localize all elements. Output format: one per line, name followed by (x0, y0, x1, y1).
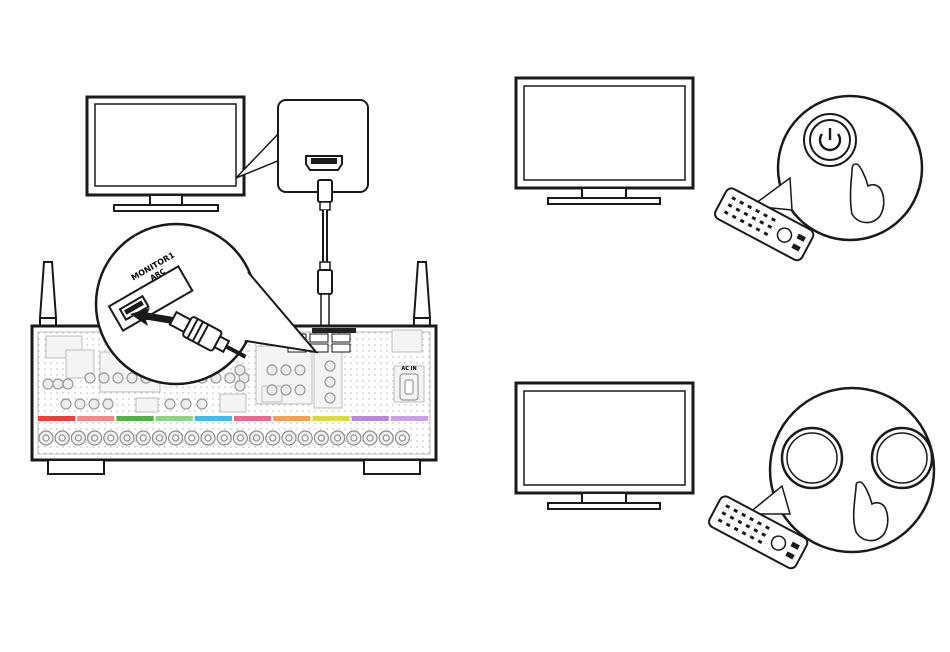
strip-segment (77, 416, 114, 421)
jack (75, 399, 85, 409)
ac-in-label: AC IN (401, 366, 416, 372)
hdmi-port-callout (236, 100, 368, 192)
strip-segment (156, 416, 193, 421)
left-tv (87, 97, 244, 211)
jack (103, 399, 113, 409)
right-tv-bottom (516, 383, 693, 509)
jack (267, 385, 277, 395)
jack (267, 365, 277, 375)
jack (181, 399, 191, 409)
speaker-terminal-core (156, 435, 162, 441)
receiver-foot-left (48, 460, 104, 474)
jack (89, 399, 99, 409)
strip-segment (234, 416, 271, 421)
jack (295, 385, 305, 395)
speaker-terminal-core (173, 435, 179, 441)
receiver-foot-right (364, 460, 420, 474)
right-tv-top (516, 78, 693, 204)
jack (325, 361, 335, 371)
jack (225, 373, 235, 383)
power-button[interactable] (804, 114, 856, 166)
jack (53, 379, 63, 389)
speaker-terminal-core (59, 435, 65, 441)
speaker-terminal-core (237, 435, 243, 441)
speaker-terminal-core (75, 435, 81, 441)
speaker-terminal-core (318, 435, 324, 441)
jack (127, 373, 137, 383)
ac-inlet (400, 374, 418, 400)
speaker-terminal-core (92, 435, 98, 441)
speaker-terminal-core (221, 435, 227, 441)
speaker-terminal-core (140, 435, 146, 441)
speaker-terminal-core (351, 435, 357, 441)
speaker-terminal-core (108, 435, 114, 441)
speaker-terminals (39, 431, 409, 445)
strip-segment (38, 416, 75, 421)
jack (85, 373, 95, 383)
jack (325, 393, 335, 403)
antenna-left (40, 262, 56, 328)
antenna-right (414, 262, 430, 328)
jack (235, 365, 245, 375)
strip-segment (195, 416, 232, 421)
jack (235, 381, 245, 391)
hdmi-cable (318, 180, 332, 336)
speaker-terminal-core (383, 435, 389, 441)
jack (197, 399, 207, 409)
strip-segment (352, 416, 389, 421)
speaker-terminal-core (367, 435, 373, 441)
volume-knob-right[interactable] (872, 428, 932, 488)
jack (61, 399, 71, 409)
strip-segment (312, 416, 349, 421)
strip-segment (391, 416, 428, 421)
speaker-terminal-core (254, 435, 260, 441)
jack (43, 379, 53, 389)
jack (325, 377, 335, 387)
speaker-terminal-core (189, 435, 195, 441)
speaker-terminal-core (43, 435, 49, 441)
speaker-terminal-core (205, 435, 211, 441)
jack (165, 399, 175, 409)
speaker-terminal-core (270, 435, 276, 441)
speaker-terminal-core (124, 435, 130, 441)
speaker-terminal-core (335, 435, 341, 441)
jack (281, 385, 291, 395)
jack (113, 373, 123, 383)
volume-knob-left[interactable] (782, 428, 842, 488)
speaker-terminal-core (286, 435, 292, 441)
strip-segment (273, 416, 310, 421)
jack (99, 373, 109, 383)
speaker-terminal-core (399, 435, 405, 441)
speaker-terminal-core (302, 435, 308, 441)
strip-segment (116, 416, 153, 421)
jack (295, 365, 305, 375)
jack (281, 365, 291, 375)
jack (63, 379, 73, 389)
